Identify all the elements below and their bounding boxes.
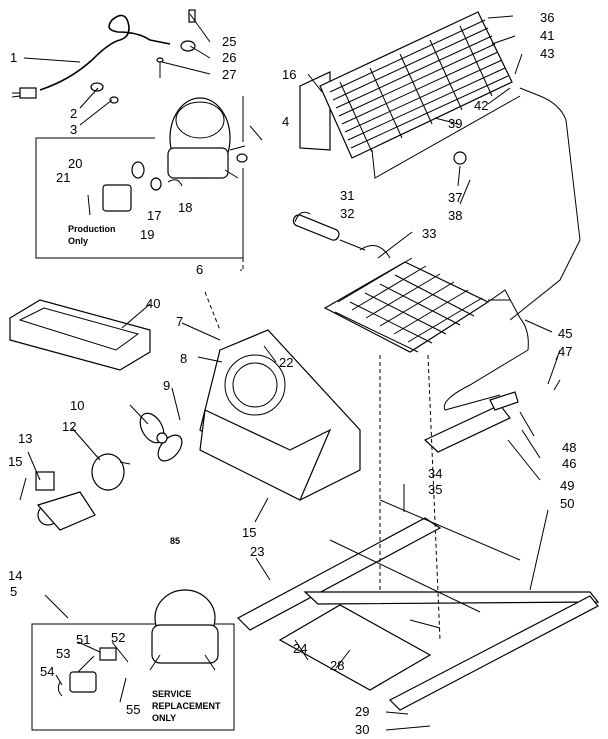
callout-30: 30 <box>355 722 369 737</box>
power-cord <box>11 14 171 104</box>
callout-49: 49 <box>560 478 574 493</box>
condenser-coil <box>299 11 581 321</box>
callout-3: 3 <box>70 122 77 137</box>
callout-15b: 15 <box>242 525 256 540</box>
callout-5: 5 <box>10 584 17 599</box>
callout-13: 13 <box>18 431 32 446</box>
callout-23: 23 <box>250 544 264 559</box>
callout-1: 1 <box>10 50 17 65</box>
leader-lines <box>19 13 561 731</box>
evaporator <box>323 245 521 353</box>
service-note-line2: REPLACEMENT <box>152 701 221 711</box>
drain-trough <box>423 391 519 453</box>
relay-parts <box>87 161 183 216</box>
callout-32: 32 <box>340 206 354 221</box>
service-note-line1: SERVICE <box>152 689 191 699</box>
callout-46: 46 <box>562 456 576 471</box>
callout-4: 4 <box>282 114 289 129</box>
callout-39: 39 <box>448 116 462 131</box>
callout-33: 33 <box>422 226 436 241</box>
callout-7: 7 <box>176 314 183 329</box>
callout-54: 54 <box>40 664 54 679</box>
callout-28: 28 <box>330 658 344 673</box>
callout-19: 19 <box>140 227 154 242</box>
hardware-25-27 <box>156 9 196 78</box>
callout-36: 36 <box>540 10 554 25</box>
callout-27: 27 <box>222 67 236 82</box>
callout-35: 35 <box>428 482 442 497</box>
callout-52: 52 <box>111 630 125 645</box>
callout-17: 17 <box>147 208 161 223</box>
callout-2: 2 <box>70 106 77 121</box>
service-replacement-box <box>31 623 235 731</box>
base-frame <box>237 499 600 711</box>
production-note-line1: Production <box>68 224 116 234</box>
callout-47: 47 <box>558 344 572 359</box>
callout-41: 41 <box>540 28 554 43</box>
callout-43: 43 <box>540 46 554 61</box>
callout-53: 53 <box>56 646 70 661</box>
callout-34: 34 <box>428 466 442 481</box>
callout-26: 26 <box>222 50 236 65</box>
fan-blade <box>139 412 183 462</box>
drain-pan <box>9 299 151 371</box>
callout-6: 6 <box>196 262 203 277</box>
callout-25: 25 <box>222 34 236 49</box>
callout-8: 8 <box>180 351 187 366</box>
compressor-service <box>57 589 219 697</box>
callout-15a: 15 <box>8 454 22 469</box>
callout-12: 12 <box>62 419 76 434</box>
callout-20: 20 <box>68 156 82 171</box>
callout-10: 10 <box>70 398 84 413</box>
drier <box>292 211 366 251</box>
callout-45: 45 <box>558 326 572 341</box>
callout-22: 22 <box>279 355 293 370</box>
callout-38: 38 <box>448 208 462 223</box>
callout-48: 48 <box>562 440 576 455</box>
callout-51: 51 <box>76 632 90 647</box>
callout-29: 29 <box>355 704 369 719</box>
production-note-line2: Only <box>68 236 88 246</box>
callout-42: 42 <box>474 98 488 113</box>
callout-16: 16 <box>282 67 296 82</box>
callout-50: 50 <box>560 496 574 511</box>
fan-shroud <box>199 329 361 501</box>
callout-labels: 1 2 3 4 5 6 7 8 9 10 12 13 14 15 15 16 1… <box>8 10 576 737</box>
callout-9: 9 <box>163 378 170 393</box>
callout-24: 24 <box>293 641 307 656</box>
diagram-code: 85 <box>170 536 180 546</box>
capillary-tube <box>443 317 529 411</box>
production-only-box <box>35 96 244 259</box>
callout-37: 37 <box>448 190 462 205</box>
callout-21: 21 <box>56 170 70 185</box>
callout-18: 18 <box>178 200 192 215</box>
callout-14: 14 <box>8 568 22 583</box>
callout-40: 40 <box>146 296 160 311</box>
callout-31: 31 <box>340 188 354 203</box>
fan-motor <box>35 453 131 531</box>
service-note-line3: ONLY <box>152 713 176 723</box>
compressor-production <box>167 97 248 179</box>
callout-55: 55 <box>126 702 140 717</box>
